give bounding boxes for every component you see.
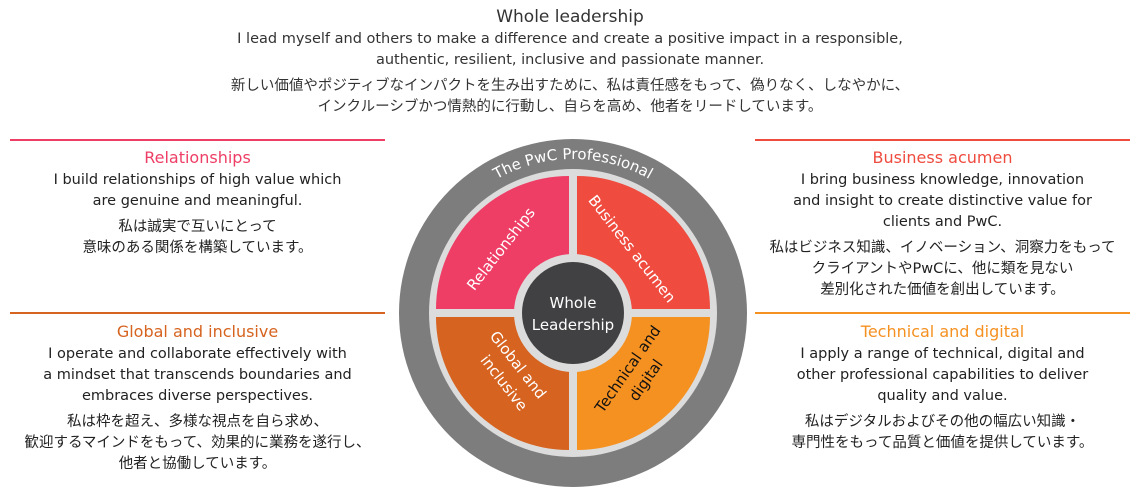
- global-jp-2: 歓迎するマインドをもって、効果的に業務を遂行し、: [24, 435, 371, 451]
- relationships-jp-2: 意味のある関係を構築しています。: [82, 240, 313, 256]
- center-label-2: Leadership: [532, 316, 614, 334]
- technical-en-3: quality and value.: [877, 388, 1008, 404]
- global-en-1: I operate and collaborate effectively wi…: [48, 346, 347, 362]
- center-label-1: Whole: [550, 294, 597, 312]
- business-title: Business acumen: [872, 148, 1013, 167]
- business-jp-2: クライアントやPwCに、他に類を見ない: [811, 261, 1074, 277]
- technical-jp-1: 私はデジタルおよびその他の幅広い知識・: [804, 414, 1081, 430]
- global-divider: [10, 312, 385, 314]
- global-en-3: embraces diverse perspectives.: [81, 388, 314, 404]
- business-block: Business acumen I bring business knowled…: [755, 147, 1130, 301]
- relationships-block: Relationships I build relationships of h…: [10, 147, 385, 259]
- relationships-jp-1: 私は誠実で互いにとって: [118, 219, 277, 235]
- whole-leadership-en-1: I lead myself and others to make a diffe…: [237, 31, 903, 47]
- global-jp-3: 他者と協働しています。: [118, 456, 277, 472]
- relationships-en-1: I build relationships of high value whic…: [53, 172, 342, 188]
- technical-divider: [755, 312, 1130, 314]
- business-jp-3: 差別化された価値を創出しています。: [820, 282, 1065, 298]
- whole-leadership-title: Whole leadership: [496, 7, 644, 27]
- global-jp-1: 私は枠を超え、多様な視点を自ら求め、: [67, 414, 328, 430]
- relationships-divider: [10, 139, 385, 141]
- global-en-2: a mindset that transcends boundaries and: [43, 367, 352, 383]
- business-en-3: clients and PwC.: [882, 214, 1003, 230]
- whole-leadership-block: Whole leadership I lead myself and other…: [150, 6, 990, 118]
- technical-en-1: I apply a range of technical, digital an…: [800, 346, 1085, 362]
- relationships-en-2: are genuine and meaningful.: [92, 193, 303, 209]
- global-block: Global and inclusive I operate and colla…: [10, 321, 385, 475]
- whole-leadership-jp-1: 新しい価値やポジティブなインパクトを生み出すために、私は責任感をもって、偽りなく…: [230, 78, 910, 94]
- whole-leadership-jp-2: インクルーシブかつ情熱的に行動し、自らを高め、他者をリードしています。: [317, 99, 823, 115]
- relationships-title: Relationships: [144, 148, 251, 167]
- business-divider: [755, 139, 1130, 141]
- business-en-1: I bring business knowledge, innovation: [800, 172, 1085, 188]
- technical-jp-2: 専門性をもって品質と価値を提供しています。: [791, 435, 1094, 451]
- whole-leadership-en-2: authentic, resilient, inclusive and pass…: [375, 52, 765, 68]
- center-disc: [522, 262, 624, 364]
- global-title: Global and inclusive: [116, 322, 279, 341]
- business-en-2: and insight to create distinctive value …: [793, 193, 1092, 209]
- business-jp-1: 私はビジネス知識、イノベーション、洞察力をもって: [769, 240, 1116, 256]
- technical-en-2: other professional capabilities to deliv…: [796, 367, 1089, 383]
- technical-title: Technical and digital: [860, 322, 1025, 341]
- technical-block: Technical and digital I apply a range of…: [755, 321, 1130, 454]
